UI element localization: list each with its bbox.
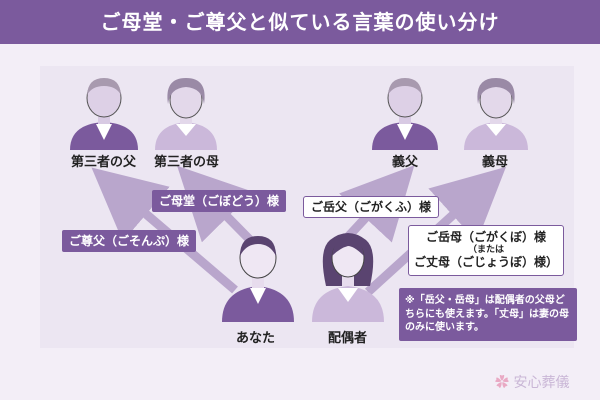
father-in-law-icon [372,78,438,150]
brand-logo-text: 安心葬儀 [513,375,570,391]
third-mother-label: 第三者の母 [154,155,220,170]
spouse-label: 配偶者 [328,331,368,346]
mother-in-law-icon [464,78,528,150]
third-mother-icon [155,78,217,150]
you-icon [222,236,294,322]
brand-logo: ✿ 安心葬儀 [495,372,569,392]
spouse-icon [312,233,384,322]
third-father-label: 第三者の父 [71,155,137,170]
third-father-icon [70,78,138,150]
father-in-law-label: 義父 [392,155,419,170]
tag-mataha: （または [467,244,504,255]
tag-gogakubo: ご岳母（ごがくぼ）様 [425,230,546,244]
flower-icon: ✿ [495,375,509,391]
tag-gobodo: ご母堂（ごぼどう）様 [152,190,287,213]
mother-in-law-label: 義母 [482,155,509,170]
page-title: ご母堂・ご尊父と似ている言葉の使い分け [0,0,600,44]
note-box: ※「岳父・岳母」は配偶者の父母どちらにも使えます。「丈母」は妻の母のみに使います… [399,288,577,341]
you-label: あなた [236,331,276,346]
tag-gosonpu: ご尊父（ごそんぷ）様 [62,230,197,253]
tag-gojobo: ご丈母（ごじょうぼ）様） [413,255,558,270]
tag-gogakufu: ご岳父（ごがくふ）様 [303,196,440,219]
tag-gogakubo-group: ご岳母（ごがくぼ）様 （または ご丈母（ごじょうぼ）様） [408,225,564,277]
